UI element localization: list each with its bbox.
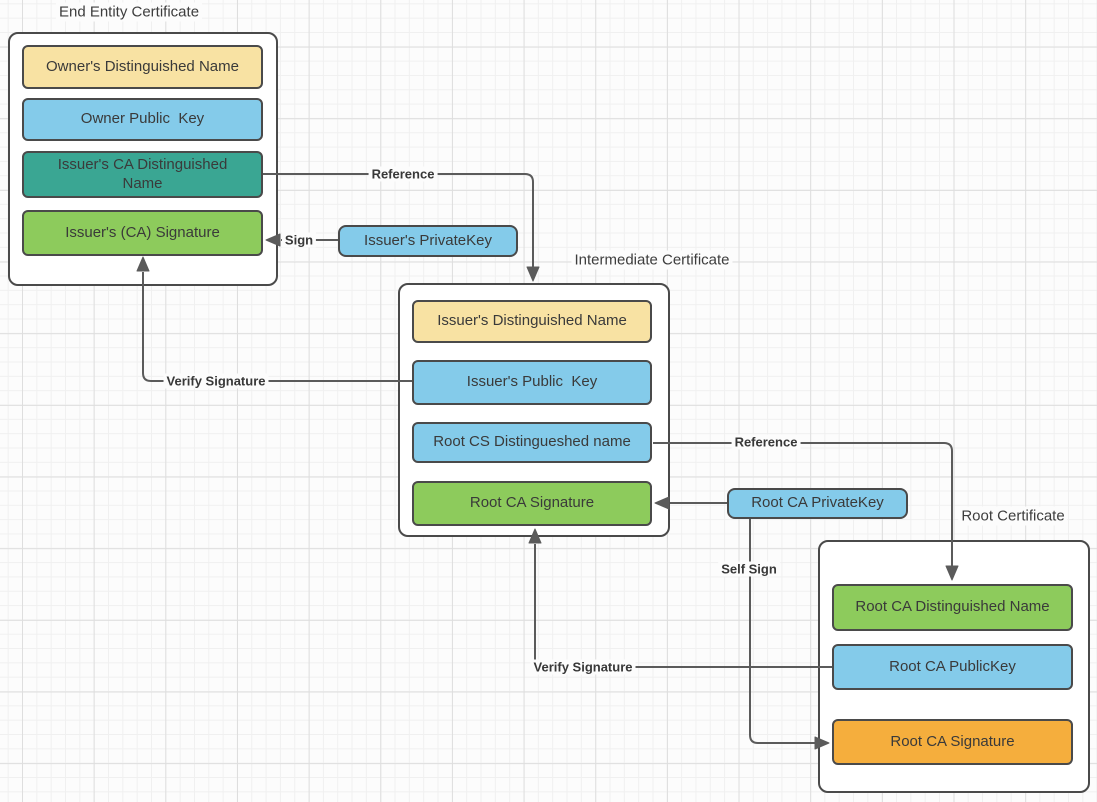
- field-root-ca-signature-intermediate[interactable]: Root CA Signature: [412, 481, 652, 526]
- root-certificate-title: Root Certificate: [958, 506, 1068, 526]
- reference-arrowhead-1: [526, 266, 540, 282]
- field-issuers-public-key[interactable]: Issuer's Public Key: [412, 360, 652, 405]
- intermediate-certificate-title: Intermediate Certificate: [571, 250, 733, 270]
- end-entity-certificate-title: End Entity Certificate: [55, 2, 203, 22]
- verify-signature-wire-2: [534, 544, 832, 668]
- label-sign: Sign: [281, 232, 317, 248]
- field-root-cs-distingueshed-name[interactable]: Root CS Distingueshed name: [412, 422, 652, 463]
- verify-signature-wire-1: [142, 272, 412, 382]
- root-ca-privatekey-box[interactable]: Root CA PrivateKey: [727, 488, 908, 519]
- field-root-ca-signature-root[interactable]: Root CA Signature: [832, 719, 1073, 765]
- field-root-ca-distinguished-name[interactable]: Root CA Distinguished Name: [832, 584, 1073, 631]
- label-reference-2: Reference: [731, 434, 801, 450]
- field-issuers-ca-signature[interactable]: Issuer's (CA) Signature: [22, 210, 263, 256]
- label-self-sign: Self Sign: [718, 561, 780, 577]
- label-reference-1: Reference: [368, 166, 438, 182]
- label-verify-signature-2: Verify Signature: [530, 659, 636, 675]
- field-root-ca-publickey[interactable]: Root CA PublicKey: [832, 644, 1073, 690]
- self-sign-wire: [749, 519, 816, 744]
- field-issuers-distinguished-name[interactable]: Issuer's Distinguished Name: [412, 300, 652, 343]
- field-issuers-ca-distinguished-name[interactable]: Issuer's CA Distinguished Name: [22, 151, 263, 198]
- field-owner-public-key[interactable]: Owner Public Key: [22, 98, 263, 141]
- field-owners-distinguished-name[interactable]: Owner's Distinguished Name: [22, 45, 263, 89]
- label-verify-signature-1: Verify Signature: [163, 373, 269, 389]
- issuers-privatekey-box[interactable]: Issuer's PrivateKey: [338, 225, 518, 257]
